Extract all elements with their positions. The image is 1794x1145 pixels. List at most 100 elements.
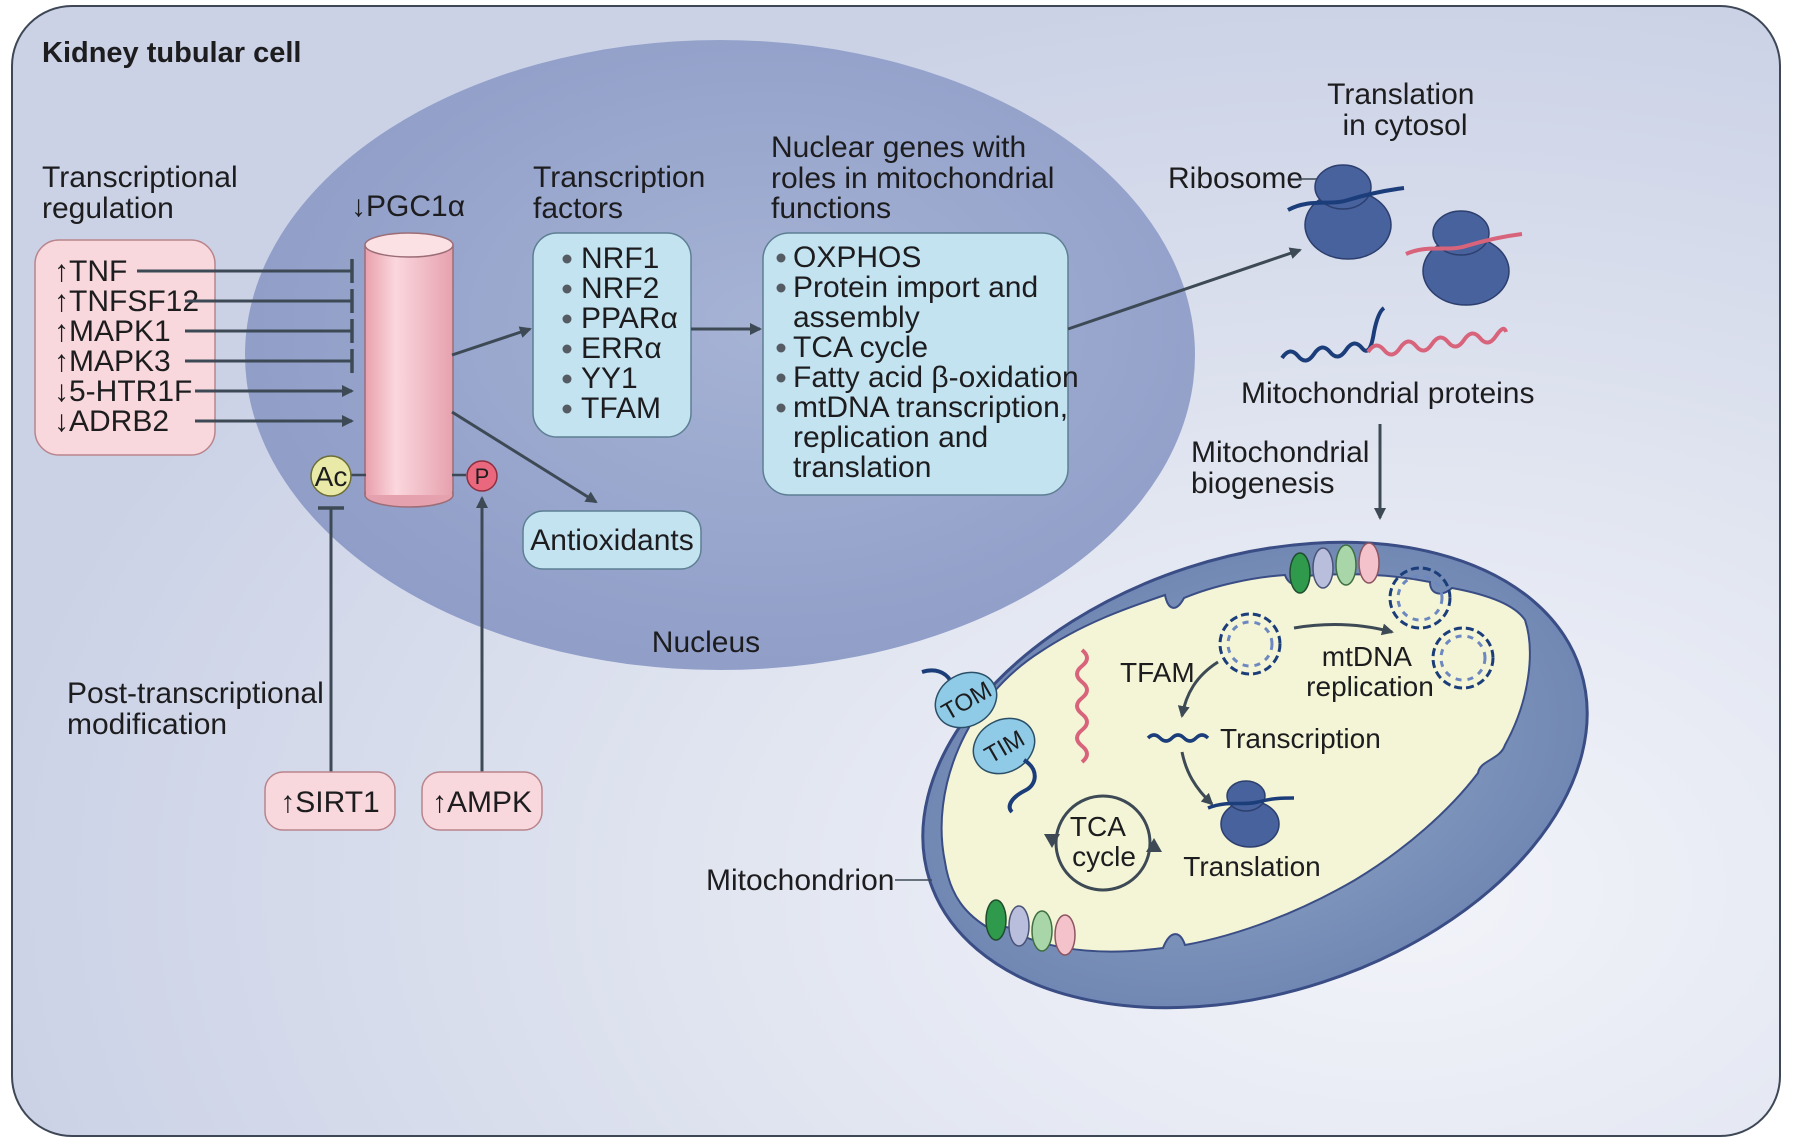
svg-text:NRF2: NRF2 [581,272,659,305]
pgc1a-label: ↓PGC1α [351,190,465,223]
nuclear-gene-item: Fatty acid β-oxidation [776,361,1079,394]
pgc1a-to-antioxidants-arrow [451,410,598,504]
genes-to-ribosome-arrow [1067,247,1302,331]
nuclear-gene-item: OXPHOS [776,241,921,274]
mtdna-replication-label: mtDNA replication [1306,641,1434,702]
mito-matrix [940,573,1531,953]
svg-text:P: P [475,464,490,489]
ribosome-label: Ribosome [1168,162,1303,195]
transcription-factors-title: Transcription factors [533,161,714,225]
tf-item: ERRα [562,332,662,365]
protein-strand-navy [1280,306,1386,363]
regulator-list: ↑TNF↑TNFSF12↑MAPK1↑MAPK3↓5-HTR1F↓ADRB2 [54,255,354,438]
nuclear-gene-item: TCA cycle [776,331,928,364]
antioxidants-box: Antioxidants [522,510,702,570]
regulator-label: ↓ADRB2 [54,405,169,438]
svg-text:TFAM: TFAM [581,392,661,425]
svg-text:TCA cycle: TCA cycle [793,331,928,364]
translation-label: Translation [1183,851,1320,882]
acetyl-group: Ac [310,455,352,497]
sirt1-box: ↑SIRT1 [264,771,396,831]
pgc1a-to-tf-arrow [451,326,532,357]
regulator-tnfsf12: ↑TNFSF12 [54,285,354,318]
regulator-mapk3: ↑MAPK3 [54,345,354,378]
svg-text:↑SIRT1: ↑SIRT1 [280,786,379,819]
regulator-label: ↑MAPK1 [54,315,171,348]
svg-text:Antioxidants: Antioxidants [530,524,693,557]
protein-strand-pink [1366,326,1508,357]
svg-text:Fatty acid β-oxidation: Fatty acid β-oxidation [793,361,1079,394]
nuclear-genes-title: Nuclear genes with roles in mitochondria… [771,131,1063,225]
tca-label: TCA cycle [1070,811,1136,872]
tim-strand [1007,758,1037,814]
oxphos-complex-top [1289,542,1380,594]
svg-text:translation: translation [793,451,931,484]
bullet [776,373,786,383]
ribosome-navy [1287,164,1405,260]
bullet [562,374,572,384]
tf-item: YY1 [562,362,638,395]
mtdna-circle-replicated-2 [1431,626,1495,690]
tf-item: NRF2 [562,272,659,305]
tf-item: NRF1 [562,242,659,275]
svg-text:mtDNA transcription,: mtDNA transcription, [793,391,1068,424]
svg-text:Ac: Ac [315,461,348,492]
svg-text:NRF1: NRF1 [581,242,659,275]
oxphos-complex-bottom [985,899,1076,956]
translation-cytosol-label: Translation in cytosol [1327,78,1483,142]
transcription-factor-box [532,232,692,438]
bullet [776,253,786,263]
tom-complex: TOM [934,671,998,729]
svg-text:YY1: YY1 [581,362,638,395]
mrna-strand [1146,733,1210,743]
mito-biogenesis-label: Mitochondrial biogenesis [1191,436,1378,500]
regulator-label: ↑TNFSF12 [54,285,199,318]
svg-text:OXPHOS: OXPHOS [793,241,921,274]
regulator-label: ↓5-HTR1F [54,375,192,408]
cell-title: Kidney tubular cell [42,37,301,69]
regulator-5-htr1f: ↓5-HTR1F [54,375,354,408]
mtdna-circle-main [1218,612,1282,676]
nuclear-gene-item: mtDNA transcription,replication andtrans… [776,391,1068,484]
bullet [562,344,572,354]
phospho-group: P [466,460,498,492]
bullet [776,343,786,353]
bullet [562,254,572,264]
nuclear-genes-box [762,232,1069,496]
regulator-mapk1: ↑MAPK1 [54,315,354,348]
imported-protein-strand [1075,648,1089,764]
mtdna-circle-replicated-1 [1388,566,1452,630]
regulator-label: ↑MAPK3 [54,345,171,378]
mito-ribosome [1207,780,1295,848]
transcriptional-regulation-label: Transcriptional regulation [42,161,246,225]
bullet [562,284,572,294]
translation-arrow [1180,751,1214,806]
tom-strand [921,668,952,682]
ampk-box: ↑AMPK [421,771,543,831]
pgc1a-cylinder [364,232,454,508]
bullet [776,283,786,293]
tfam-label: TFAM [1120,657,1195,688]
post-transcriptional-label: Post-transcriptional modification [67,677,332,741]
bullet [776,403,786,413]
regulator-tnf: ↑TNF [54,255,354,288]
regulator-label: ↑TNF [54,255,127,288]
bullet [562,404,572,414]
svg-text:assembly: assembly [793,301,920,334]
tf-item: TFAM [562,392,661,425]
svg-text:↑AMPK: ↑AMPK [432,786,532,819]
ribosome-pink [1405,210,1523,306]
tf-item: PPARα [562,302,678,335]
regulator-box [34,239,216,456]
transcription-arrow [1177,660,1219,718]
svg-text:PPARα: PPARα [581,302,678,335]
bullet [562,314,572,324]
svg-text:ERRα: ERRα [581,332,662,365]
mitochondrion-label: Mitochondrion [706,864,894,897]
tca-cycle [1044,794,1162,892]
nucleus-label: Nucleus [652,626,760,659]
